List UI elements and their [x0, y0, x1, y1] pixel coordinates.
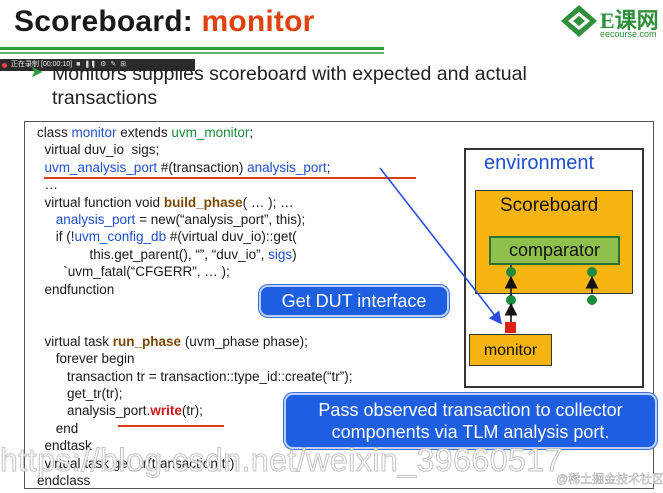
- pass-transaction-callout: Pass observed transaction to collector c…: [284, 393, 657, 449]
- code-line: class monitor extends uvm_monitor;: [37, 125, 253, 141]
- code-token: = new(“analysis_port”, this);: [135, 212, 306, 227]
- title-divider: [0, 47, 384, 50]
- code-token-blue: analysis_port: [55, 212, 136, 227]
- code-token: endfunction: [37, 281, 115, 297]
- scoreboard-label: Scoreboard: [500, 195, 599, 216]
- diamond-logo-icon: [561, 5, 597, 37]
- annotate-button[interactable]: ✎: [110, 61, 117, 68]
- code-token: extends: [116, 125, 172, 140]
- code-line: analysis_port = new(“analysis_port”, thi…: [37, 212, 305, 228]
- export-right-lower-icon: [587, 295, 597, 305]
- port-pointer-arrow: [379, 167, 502, 325]
- export-left-lower-icon: [506, 295, 516, 305]
- title-prefix: Scoreboard:: [14, 5, 202, 38]
- bullet-text: Monitors supplies scoreboard with expect…: [52, 63, 527, 109]
- code-token-red: write: [150, 403, 182, 419]
- export-left-upper-icon: [506, 267, 516, 277]
- code-token: ;: [326, 159, 331, 175]
- eecourse-logo: E课网 eecourse.com: [560, 2, 660, 42]
- code-token: (tr);: [181, 403, 203, 419]
- code-line: …: [37, 177, 59, 193]
- code-token-blue: uvm_analysis_port: [44, 159, 158, 175]
- recording-label: 正在录制 [00:00:10]: [11, 61, 73, 68]
- code-line: `uvm_fatal(“CFGERR”, … );: [37, 264, 230, 280]
- code-token: class: [37, 125, 72, 140]
- export-right-upper-icon: [587, 267, 597, 277]
- arrow-bullet-icon: ➤: [30, 64, 44, 81]
- code-token: virtual task get_tr(transaction tr);: [37, 455, 239, 471]
- code-token: virtual duv_io sigs;: [37, 142, 160, 158]
- code-line: endfunction: [37, 281, 115, 298]
- pass-callout-line1: Pass observed transaction to collector: [318, 400, 623, 420]
- code-token: endclass: [37, 473, 91, 488]
- url-watermark: https://blog.csdn.net/weixin_39660517: [0, 442, 563, 479]
- code-line: virtual duv_io sigs;: [37, 142, 160, 158]
- stop-button[interactable]: ■: [76, 61, 81, 68]
- code-line: endtask: [37, 438, 92, 454]
- code-line: transaction tr = transaction::type_id::c…: [37, 369, 353, 385]
- logo-sub: eecourse.com: [600, 29, 657, 39]
- recording-toolbar: 正在录制 [00:00:10] ■ ❚❚ ⚙ ✎ ⊞: [0, 59, 195, 71]
- code-line: virtual task run_phase (uvm_phase phase)…: [37, 334, 308, 350]
- code-line: end: [37, 420, 79, 437]
- slide-title: Scoreboard: monitor: [14, 5, 315, 39]
- code-line: virtual function void build_phase( … ); …: [37, 195, 294, 211]
- monitor-box: monitor: [469, 334, 552, 366]
- code-token: this.get_parent(), “”, “duv_io”,: [37, 246, 269, 262]
- comparator-box: comparator: [489, 236, 620, 265]
- site-watermark: @稀土掘金技术社区: [556, 472, 663, 486]
- code-token: #(transaction): [157, 159, 248, 175]
- code-token: `uvm_fatal(“CFGERR”, … );: [37, 264, 230, 280]
- title-accent: monitor: [201, 5, 315, 38]
- analysis-port-underline: [44, 177, 416, 179]
- code-token-blue: monitor: [71, 125, 117, 140]
- code-line: if (!uvm_config_db #(virtual duv_io)::ge…: [37, 229, 297, 245]
- pause-button[interactable]: ❚❚: [84, 61, 97, 68]
- code-token: transaction tr = transaction::type_id::c…: [37, 368, 353, 384]
- code-token: forever begin: [37, 351, 135, 367]
- record-icon: [2, 62, 7, 68]
- title-divider-secondary: [0, 52, 384, 54]
- code-token-bold: run_phase: [112, 333, 182, 349]
- code-token: end: [37, 420, 79, 436]
- settings-button[interactable]: ⚙: [100, 61, 107, 68]
- code-token: ( … ); …: [242, 194, 294, 210]
- code-token: endtask: [37, 438, 92, 454]
- code-line: virtual task get_tr(transaction tr);: [37, 455, 239, 472]
- layout-button[interactable]: ⊞: [120, 61, 127, 68]
- environment-label: environment: [484, 152, 595, 174]
- code-token: virtual function void: [37, 194, 164, 210]
- code-token-bold: build_phase: [163, 194, 243, 210]
- pass-callout-line2: components via TLM analysis port.: [331, 422, 610, 442]
- code-token-green: uvm_monitor: [171, 125, 250, 140]
- code-token: #(virtual duv_io)::get(: [166, 229, 297, 245]
- code-token: analysis_port.: [37, 403, 151, 419]
- code-line: forever begin: [37, 351, 135, 367]
- code-token: ): [292, 246, 297, 262]
- dut-interface-callout: Get DUT interface: [259, 285, 449, 317]
- code-token-blue: sigs: [268, 246, 293, 262]
- code-token-blue: uvm_config_db: [74, 229, 167, 245]
- code-token: ;: [249, 125, 254, 140]
- code-line: endclass: [37, 473, 90, 489]
- code-line: this.get_parent(), “”, “duv_io”, sigs): [37, 247, 297, 263]
- code-token: if (!: [37, 229, 75, 245]
- code-line: uvm_analysis_port #(transaction) analysi…: [37, 159, 331, 176]
- code-line: analysis_port.write(tr);: [37, 403, 203, 419]
- code-token: (uvm_phase phase);: [181, 333, 308, 349]
- code-token: get_tr(tr);: [37, 386, 123, 401]
- logo-brand: E课网: [600, 8, 659, 33]
- write-underline: [118, 425, 224, 427]
- code-line: get_tr(tr);: [37, 386, 123, 402]
- code-token-blue: analysis_port: [247, 159, 327, 175]
- code-token: …: [37, 177, 59, 193]
- analysis-port-icon: [505, 322, 516, 333]
- code-token: virtual task: [37, 333, 113, 349]
